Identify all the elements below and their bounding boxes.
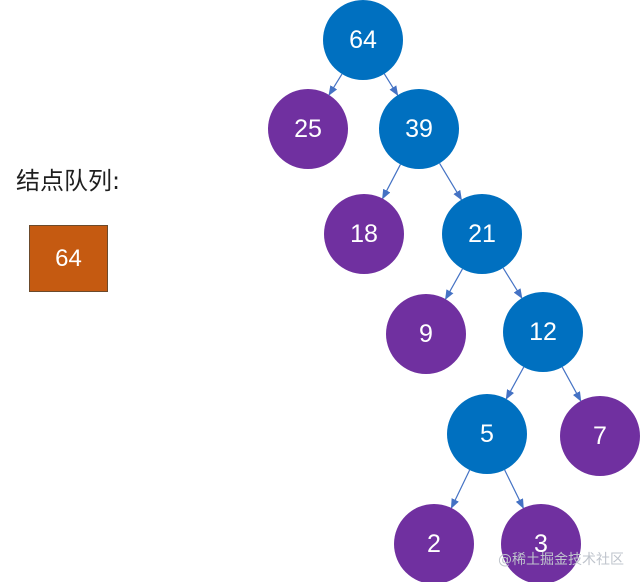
node-label: 12	[529, 318, 557, 346]
node-label: 64	[349, 26, 377, 54]
node-circle	[560, 396, 640, 476]
node-label: 7	[593, 422, 607, 450]
tree-node-64: 64	[323, 0, 403, 80]
queue-item-label: 64	[55, 244, 82, 272]
node-circle	[394, 504, 474, 582]
tree-node-9: 9	[386, 294, 466, 374]
node-label: 21	[468, 220, 496, 248]
node-circle	[501, 504, 581, 582]
tree-node-5: 5	[447, 394, 527, 474]
edge-n5-n2	[450, 469, 471, 509]
node-label: 2	[427, 530, 441, 558]
node-circle	[379, 89, 459, 169]
tree-nodes: 64 25 39 18 21 9 12 5 7 2 3	[268, 0, 640, 582]
edge-n12-n7	[561, 366, 582, 402]
tree-node-39: 39	[379, 89, 459, 169]
node-label: 18	[350, 220, 378, 248]
edge-n39-n18	[382, 164, 401, 200]
node-label: 39	[405, 115, 433, 143]
node-label: 3	[534, 530, 548, 558]
edge-n21-n12	[502, 267, 523, 299]
node-label: 25	[294, 115, 322, 143]
node-circle	[447, 394, 527, 474]
tree-node-2: 2	[394, 504, 474, 582]
edge-n5-n3	[504, 469, 524, 509]
edge-n12-n5	[505, 366, 525, 400]
node-label: 5	[480, 420, 494, 448]
tree-node-12: 12	[503, 292, 583, 372]
tree-node-7: 7	[560, 396, 640, 476]
node-circle	[323, 0, 403, 80]
node-circle	[386, 294, 466, 374]
watermark-text: @稀土掘金技术社区	[498, 552, 624, 568]
node-label: 9	[419, 320, 433, 348]
edge-n39-n21	[439, 162, 462, 201]
edge-n64-n25	[328, 73, 343, 96]
queue-title: 结点队列:	[16, 167, 121, 195]
node-circle	[503, 292, 583, 372]
tree-edges	[328, 73, 582, 509]
tree-node-18: 18	[324, 194, 404, 274]
tree-node-3: 3	[501, 504, 581, 582]
tree-node-21: 21	[442, 194, 522, 274]
edge-n64-n39	[383, 73, 399, 96]
node-circle	[324, 194, 404, 274]
queue-item: 64	[29, 225, 108, 292]
node-circle	[268, 89, 348, 169]
edge-n21-n9	[445, 268, 463, 300]
tree-node-25: 25	[268, 89, 348, 169]
node-circle	[442, 194, 522, 274]
